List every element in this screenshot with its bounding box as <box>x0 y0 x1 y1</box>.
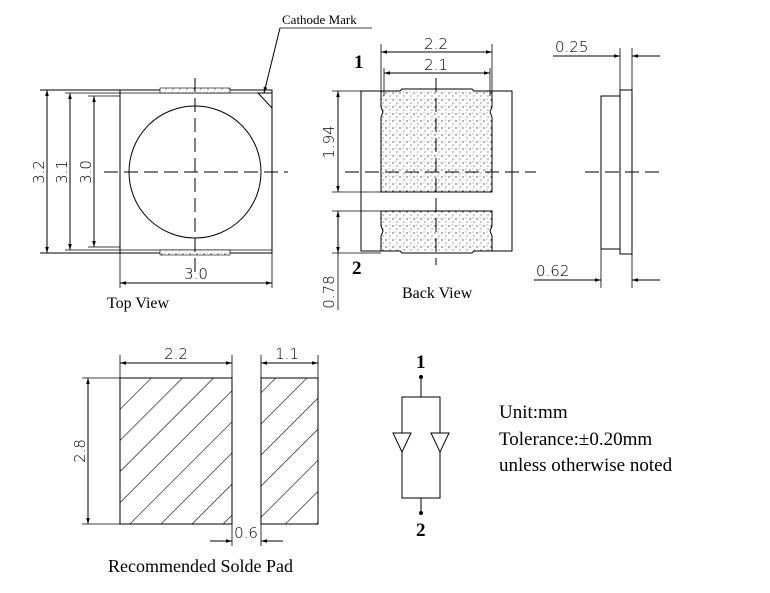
schematic-loop <box>401 396 441 499</box>
back-view-label: Back View <box>402 285 473 302</box>
led-diode-icon <box>392 432 412 454</box>
led-diode-icon <box>430 432 450 454</box>
dim-3-0-width: 3.0 <box>184 265 208 283</box>
notes: Unit:mm Tolerance:±0.20mm unless otherwi… <box>499 402 673 476</box>
cathode-leader <box>263 27 281 94</box>
solder-pad-large <box>119 377 233 525</box>
dim-pad-0-6: 0.6 <box>234 524 258 542</box>
schematic-pin-1: 1 <box>416 352 426 373</box>
top-view-label: Top View <box>107 295 170 312</box>
cathode-mark-notch <box>256 92 273 110</box>
dim-1-94: 1.94 <box>320 125 338 158</box>
unit-note: Unit:mm <box>499 402 568 423</box>
dim-pad-1-1: 1.1 <box>275 345 299 363</box>
top-view: 3.2 3.1 3.0 3.0 Top View Cathode Mark <box>30 12 372 312</box>
dim-0-62: 0.62 <box>536 262 569 280</box>
dim-2-1: 2.1 <box>424 56 448 74</box>
solder-pad-label: Recommended Solde Pad <box>108 556 293 576</box>
dim-pad-2-8: 2.8 <box>71 439 89 463</box>
dim-3-0-vertical: 3.0 <box>77 160 95 184</box>
remark-note: unless otherwise noted <box>499 455 673 476</box>
solder-pad-layout: 2.2 1.1 2.8 0.6 Recommended Solde Pad <box>71 345 319 576</box>
dim-pad-2-2: 2.2 <box>164 345 188 363</box>
pin-1-label: 1 <box>354 52 364 73</box>
dim-0-25: 0.25 <box>555 38 588 56</box>
dim-3-1: 3.1 <box>53 160 71 184</box>
dim-0-78: 0.78 <box>320 275 338 308</box>
solder-pad-small <box>260 377 319 525</box>
side-view: 0.25 0.62 <box>534 38 665 288</box>
cathode-mark-label: Cathode Mark <box>282 12 357 27</box>
back-view: 2.2 2.1 1.94 0.78 1 2 Back View <box>320 35 536 310</box>
dim-3-2: 3.2 <box>30 160 48 184</box>
pin-2-label: 2 <box>352 258 362 279</box>
dim-2-2: 2.2 <box>424 35 448 53</box>
tolerance-note: Tolerance:±0.20mm <box>499 429 652 450</box>
schematic-pin-2: 2 <box>416 520 426 541</box>
circuit-schematic: 1 2 <box>392 352 450 541</box>
